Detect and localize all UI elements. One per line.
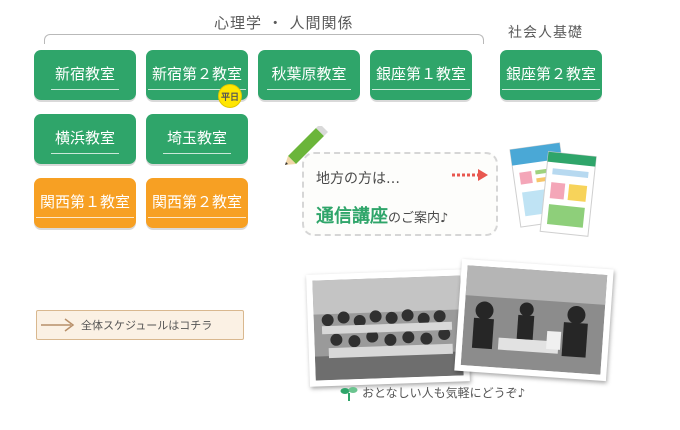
correspondence-lead: 地方の方は… xyxy=(316,171,400,187)
classroom-button-kansai-2[interactable]: 関西第２教室 xyxy=(146,178,248,228)
classroom-button-shinjuku-2[interactable]: 新宿第２教室 平日 xyxy=(146,50,248,108)
classroom-button-ginza-1[interactable]: 銀座第１教室 xyxy=(370,50,472,100)
classroom-button-yokohama[interactable]: 横浜教室 xyxy=(34,114,136,164)
classroom-button-kansai-1[interactable]: 関西第１教室 xyxy=(34,178,136,228)
sprout-icon xyxy=(340,386,358,401)
section-title-business: 社会人基礎 xyxy=(508,25,583,41)
arrow-right-icon xyxy=(452,169,488,181)
weekday-badge: 平日 xyxy=(218,84,242,108)
classroom-button-ginza-2[interactable]: 銀座第２教室 xyxy=(500,50,602,100)
correspondence-subtitle: のご案内♪ xyxy=(388,211,449,226)
full-schedule-label: 全体スケジュールはコチラ xyxy=(81,319,213,332)
pencil-icon xyxy=(285,126,328,165)
section-title-psychology: 心理学 ・ 人間関係 xyxy=(214,14,354,32)
correspondence-title: 通信講座 xyxy=(316,206,388,227)
arrow-right-icon xyxy=(41,318,75,332)
classroom-button-shinjuku[interactable]: 新宿教室 xyxy=(34,50,136,100)
full-schedule-link[interactable]: 全体スケジュールはコチラ xyxy=(36,310,244,340)
group-photo xyxy=(306,269,470,387)
classroom-button-akihabara[interactable]: 秋葉原教室 xyxy=(258,50,360,100)
correspondence-course-banner[interactable]: 地方の方は… 通信講座のご案内♪ xyxy=(302,152,498,236)
classroom-button-saitama[interactable]: 埼玉教室 xyxy=(146,114,248,164)
section-bracket-psychology xyxy=(44,34,484,44)
class-photo xyxy=(454,258,614,382)
photo-caption: おとなしい人も気軽にどうぞ♪ xyxy=(362,386,526,400)
brochure-image[interactable] xyxy=(500,136,598,246)
